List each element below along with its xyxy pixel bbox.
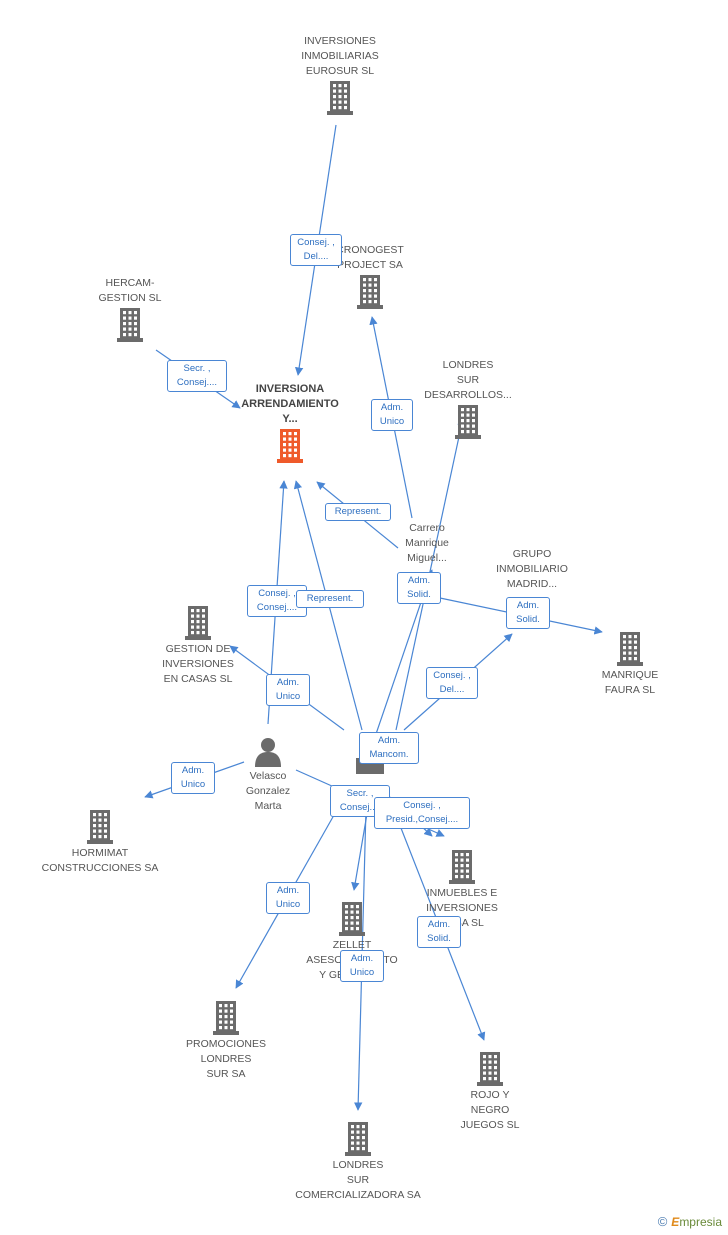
node-center[interactable]: INVERSIONA ARRENDAMIENTO Y... — [220, 382, 360, 465]
building-icon — [477, 1052, 503, 1086]
building-icon — [357, 275, 383, 309]
edge-label[interactable]: Adm. Mancom. — [359, 732, 419, 764]
building-icon — [213, 1001, 239, 1035]
node-label: INVERSIONES INMOBILIARIAS EUROSUR SL — [301, 35, 379, 77]
node-carrero[interactable]: Carrero Manrique Miguel... — [357, 521, 497, 566]
node-label: GESTION DE INVERSIONES EN CASAS SL — [162, 643, 234, 685]
edge-label[interactable]: Adm. Unico — [371, 399, 413, 431]
node-grupo[interactable]: GRUPO INMOBILIARIO MADRID... — [462, 547, 602, 592]
edge-label[interactable]: Consej. , Del.... — [290, 234, 342, 266]
edge-label[interactable]: Represent. — [296, 590, 364, 608]
node-label: LONDRES SUR DESARROLLOS... — [424, 359, 512, 401]
edge-label[interactable]: Adm. Unico — [266, 882, 310, 914]
person-icon — [255, 738, 281, 767]
node-londres-desarrollos[interactable]: LONDRES SUR DESARROLLOS... — [398, 358, 538, 441]
edge-label[interactable]: Adm. Solid. — [397, 572, 441, 604]
node-eurosur[interactable]: INVERSIONES INMOBILIARIAS EUROSUR SL — [270, 34, 410, 117]
node-cronogest[interactable]: CRONOGEST PROJECT SA — [300, 243, 440, 311]
node-label: LONDRES SUR COMERCIALIZADORA SA — [295, 1159, 421, 1201]
node-label: MANRIQUE FAURA SL — [601, 669, 659, 696]
edge-label[interactable]: Adm. Unico — [340, 950, 384, 982]
edge-label[interactable]: Represent. — [325, 503, 391, 521]
node-label: CRONOGEST PROJECT SA — [336, 244, 404, 271]
footer-brand: ©Empresia — [658, 1214, 722, 1229]
node-gestion-casas[interactable]: GESTION DE INVERSIONES EN CASAS SL — [128, 604, 268, 687]
node-hormimat[interactable]: HORMIMAT CONSTRUCCIONES SA — [30, 808, 170, 876]
node-label: PROMOCIONES LONDRES SUR SA — [186, 1038, 266, 1080]
building-icon — [449, 850, 475, 884]
node-label: HERCAM- GESTION SL — [98, 277, 162, 304]
brand-initial: E — [671, 1215, 680, 1229]
edge-label[interactable]: Adm. Unico — [266, 674, 310, 706]
edge-label[interactable]: Adm. Unico — [171, 762, 215, 794]
building-icon — [117, 308, 143, 342]
brand-name: mpresia — [679, 1215, 722, 1229]
building-icon — [617, 632, 643, 666]
edge-label[interactable]: Adm. Solid. — [506, 597, 550, 629]
node-label: HORMIMAT CONSTRUCCIONES SA — [41, 847, 159, 874]
node-promociones[interactable]: PROMOCIONES LONDRES SUR SA — [156, 999, 296, 1082]
building-icon — [185, 606, 211, 640]
building-icon — [327, 81, 353, 115]
building-icon — [455, 405, 481, 439]
building-icon — [87, 810, 113, 844]
node-velasco[interactable]: Velasco Gonzalez Marta — [198, 735, 338, 814]
node-label: Velasco Gonzalez Marta — [245, 770, 291, 812]
copyright-symbol: © — [657, 1214, 668, 1229]
node-rojo[interactable]: ROJO Y NEGRO JUEGOS SL — [420, 1050, 560, 1133]
node-londres-comercializadora[interactable]: LONDRES SUR COMERCIALIZADORA SA — [288, 1120, 428, 1203]
node-label: Carrero Manrique Miguel... — [405, 522, 449, 564]
edge-hub-to-zellet — [351, 807, 369, 891]
node-label: GRUPO INMOBILIARIO MADRID... — [496, 548, 568, 590]
node-label: INVERSIONA ARRENDAMIENTO Y... — [241, 383, 339, 425]
building-icon — [277, 429, 303, 463]
node-label: ROJO Y NEGRO JUEGOS SL — [460, 1089, 520, 1131]
node-hercam[interactable]: HERCAM- GESTION SL — [60, 276, 200, 344]
edge-label[interactable]: Secr. , Consej.... — [167, 360, 227, 392]
edge-label[interactable]: Adm. Solid. — [417, 916, 461, 948]
edge-label[interactable]: Consej. , Del.... — [426, 667, 478, 699]
building-icon — [339, 902, 365, 936]
edge-label[interactable]: Consej. , Presid.,Consej.... — [374, 797, 470, 829]
building-icon — [345, 1122, 371, 1156]
node-manrique-faura[interactable]: MANRIQUE FAURA SL — [560, 630, 700, 698]
